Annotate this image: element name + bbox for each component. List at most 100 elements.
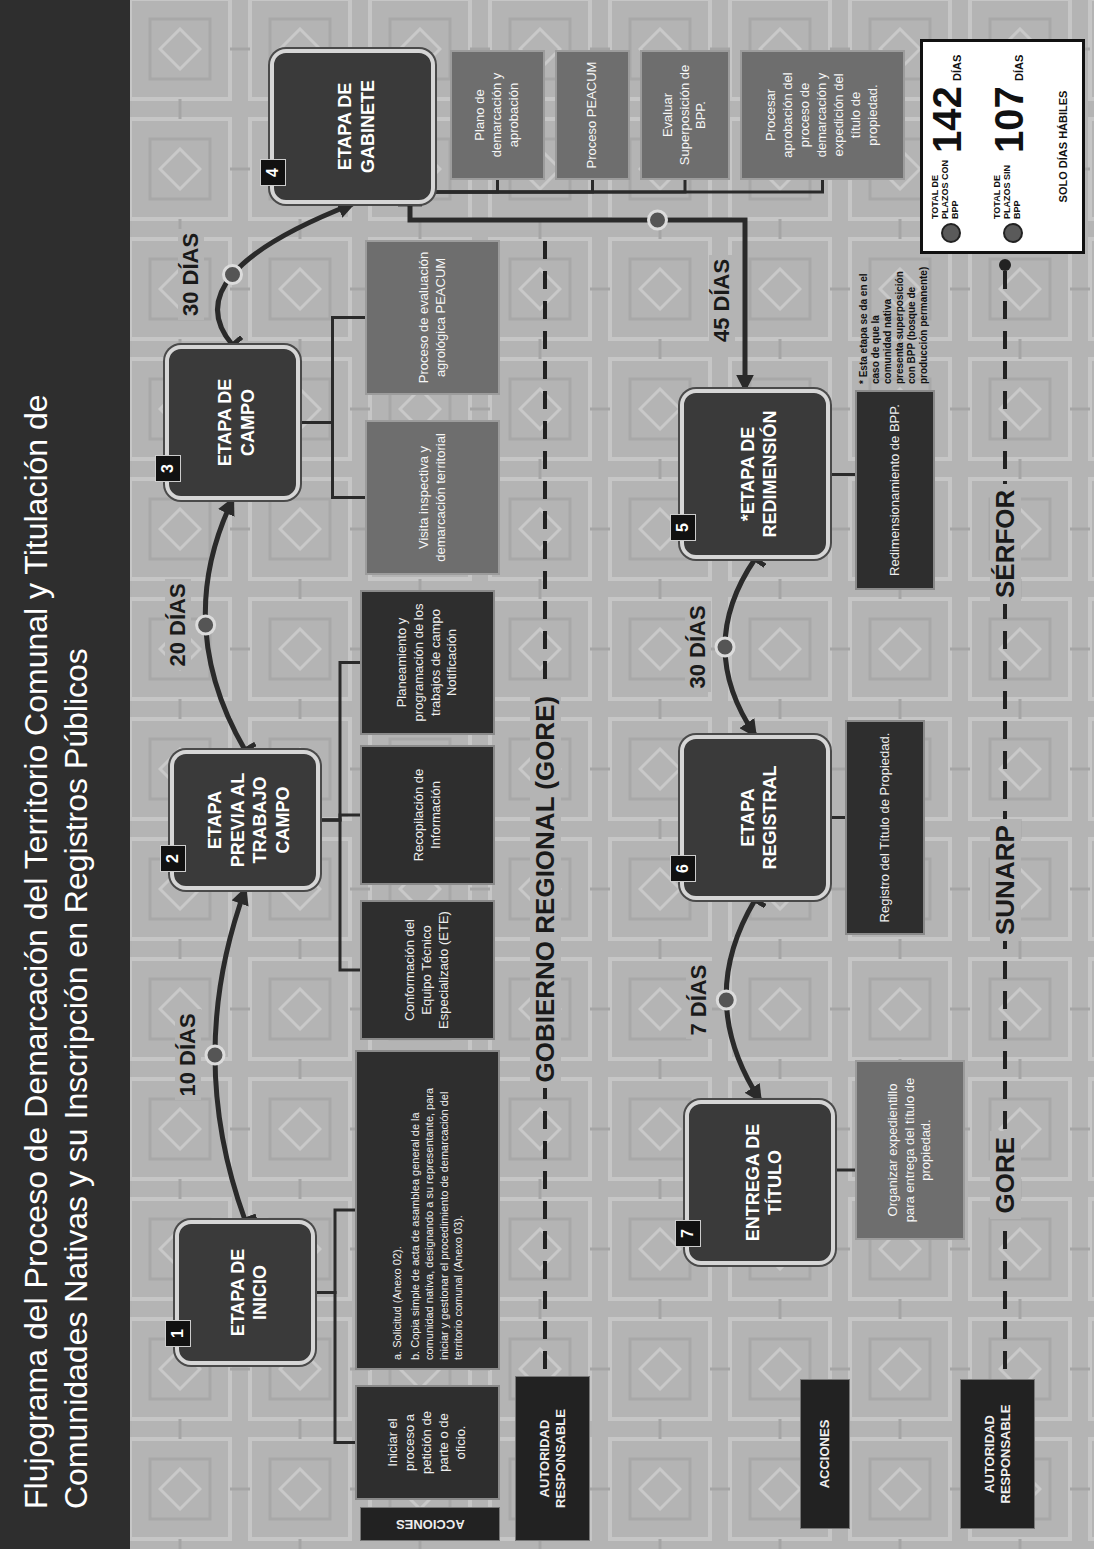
tree-line <box>435 180 593 192</box>
stage-box: 4ETAPA DE GABINETE <box>270 49 435 204</box>
step-number: 3 <box>155 455 181 482</box>
action-box: Iniciar el proceso a petición de parte o… <box>355 1385 500 1500</box>
timeline-dot <box>197 616 215 634</box>
stage-box: 5*ETAPA DE REDIMENSIÓN <box>680 389 830 559</box>
action-box: Proceso de evaluación agrológica PEACUM <box>365 240 500 395</box>
action-box: Registro del Título de Propiedad. <box>845 720 925 935</box>
tree-line <box>315 1210 355 1293</box>
action-box: Plano de demarcación y aprobación <box>450 50 545 180</box>
box-text: ACCIONES <box>817 1420 833 1489</box>
unit-label: DÍAS <box>1013 55 1025 81</box>
step-number: 5 <box>670 514 696 541</box>
authority-label: SUNARP <box>990 819 1021 941</box>
timeline-dot <box>717 991 735 1009</box>
box-text: ENTREGA DE TÍTULO <box>742 1114 787 1251</box>
box-text: ETAPA DE GABINETE <box>334 63 379 190</box>
unit-label: DÍAS <box>951 55 963 81</box>
box-text: *ETAPA DE REDIMENSIÓN <box>737 403 782 545</box>
action-box: Evaluar Superposición de BPP. <box>640 50 730 180</box>
box-text: ACCIONES <box>396 1516 465 1532</box>
row-header: ACCIONES <box>800 1379 850 1529</box>
action-box: Redimensionamiento de BPP. <box>855 390 935 590</box>
box-text: ETAPA DE CAMPO <box>214 359 259 486</box>
action-box: Planeamiento y programación de los traba… <box>360 590 495 735</box>
tree-line <box>830 816 845 819</box>
box-text: Iniciar el proceso a petición de parte o… <box>385 1395 469 1490</box>
legend-text: TOTAL DE PLAZOS CON BPP <box>931 157 961 219</box>
total-number: 107 <box>989 86 1029 153</box>
tree-line <box>435 180 685 192</box>
tree-line <box>300 318 365 423</box>
box-text: AUTORIDAD RESPONSABLE <box>537 1385 568 1532</box>
step-number: 1 <box>165 1320 191 1347</box>
box-text: ETAPA DE INICIO <box>227 1234 272 1351</box>
legend-swatch <box>1003 223 1023 243</box>
box-text: AUTORIDAD RESPONSABLE <box>982 1388 1013 1520</box>
tree-line <box>320 663 360 821</box>
tree-line <box>300 423 365 498</box>
duration-label: 30 DÍAS <box>685 601 711 692</box>
timeline-dot <box>224 266 242 284</box>
step-number: 6 <box>670 855 696 882</box>
stage-box: 1ETAPA DE INICIO <box>175 1220 315 1365</box>
authority-label: SÉRFOR <box>990 484 1021 604</box>
action-box: Proceso PEACUM <box>555 50 630 180</box>
stage-box: 6ETAPA REGISTRAL <box>680 735 830 900</box>
legend-note: SOLO DÍAS HÁBILES <box>1057 42 1069 251</box>
box-text: Visita inspectiva y demarcación territor… <box>416 430 450 565</box>
action-box: Organizar expedientillo para entrega del… <box>855 1060 965 1240</box>
action-box: Visita inspectiva y demarcación territor… <box>365 420 500 575</box>
step-number: 4 <box>260 159 286 186</box>
box-text: Evaluar Superposición de BPP. <box>660 60 711 170</box>
box-text: Planeamiento y programación de los traba… <box>394 600 462 725</box>
title-bar: Flujograma del Proceso de Demarcación de… <box>0 0 130 1549</box>
action-box: Procesar aprobación del proceso de demar… <box>740 50 905 180</box>
row-header: AUTORIDAD RESPONSABLE <box>515 1376 590 1541</box>
box-text: Redimensionamiento de BPP. <box>887 404 904 576</box>
tree-line <box>435 180 823 192</box>
stage-box: 2ETAPA PREVIA AL TRABAJO CAMPO <box>170 750 320 890</box>
box-text: Recopilación de Información <box>411 755 445 875</box>
box-text: Registro del Título de Propiedad. <box>877 733 894 923</box>
timeline-dot <box>649 211 667 229</box>
stage-box: 7ENTREGA DE TÍTULO <box>685 1100 835 1265</box>
step-number: 2 <box>160 845 186 872</box>
duration-label: 7 DÍAS <box>686 961 712 1040</box>
box-text: Plano de demarcación y aprobación <box>472 60 523 170</box>
box-text: ETAPA PREVIA AL TRABAJO CAMPO <box>204 764 294 876</box>
box-text: b. Copia simple de acta de asamblea gene… <box>408 1060 465 1360</box>
legend-box: 142 DÍAS 107 DÍAS SOLO DÍAS HÁBILES TOTAL DE … <box>920 39 1085 254</box>
timeline-dot <box>716 638 734 656</box>
row-header: AUTORIDAD RESPONSABLE <box>960 1379 1035 1529</box>
action-box: Conformación del Equipo Técnico Especial… <box>360 900 495 1040</box>
diagram-title: Flujograma del Proceso de Demarcación de… <box>16 359 96 1509</box>
tree-line <box>830 473 855 476</box>
action-box: Recopilación de Información <box>360 745 495 885</box>
duration-label: 30 DÍAS <box>178 229 204 320</box>
legend-text: TOTAL DE PLAZOS SIN BPP <box>993 157 1023 219</box>
legend-swatch <box>941 223 961 243</box>
box-text: Organizar expedientillo para entrega del… <box>885 1070 936 1230</box>
box-text: Conformación del Equipo Técnico Especial… <box>402 910 453 1030</box>
tree-line <box>835 1169 855 1172</box>
region-label: GOBIERNO REGIONAL (GORE) <box>530 690 561 1089</box>
timeline-dot <box>206 1046 224 1064</box>
duration-label: 20 DÍAS <box>165 579 191 670</box>
box-text: Procesar aprobación del proceso de demar… <box>763 60 881 170</box>
box-text: a. Solicitud (Anexo 02). <box>390 1246 404 1360</box>
tree-line <box>320 820 360 970</box>
total-number: 142 <box>927 86 967 153</box>
authority-label: GORE <box>990 1131 1021 1220</box>
duration-label: 10 DÍAS <box>175 1009 201 1100</box>
row-header: ACCIONES <box>360 1507 500 1541</box>
box-text: ETAPA REGISTRAL <box>737 749 782 886</box>
duration-label: 45 DÍAS <box>709 255 735 346</box>
step-number: 7 <box>675 1220 701 1247</box>
footnote: * Esta etapa se da en el caso de que la … <box>858 259 930 384</box>
box-text: Proceso de evaluación agrológica PEACUM <box>416 250 450 385</box>
tree-line <box>435 180 498 192</box>
box-text: Proceso PEACUM <box>584 62 601 169</box>
tree-line <box>315 1293 355 1443</box>
action-box: a. Solicitud (Anexo 02). b. Copia simple … <box>355 1050 500 1370</box>
